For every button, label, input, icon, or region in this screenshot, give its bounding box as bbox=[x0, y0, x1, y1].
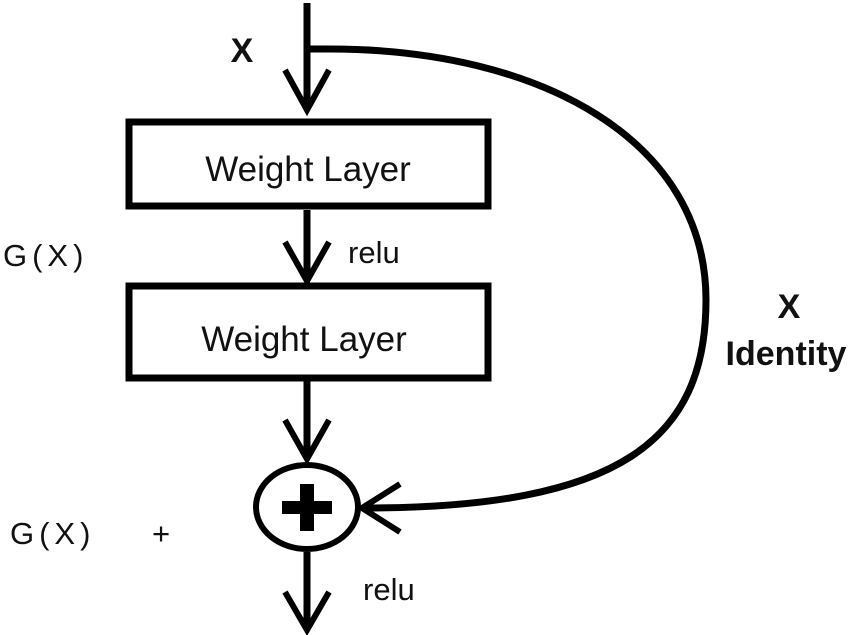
sum-plus-label: + bbox=[152, 516, 170, 551]
identity-skip-path bbox=[307, 45, 710, 512]
sum-label: G(X) bbox=[10, 516, 95, 551]
hidden-activation-label: relu bbox=[348, 235, 400, 270]
skip-label-top: X bbox=[778, 288, 801, 326]
hidden-arrow bbox=[282, 210, 332, 288]
to-sum-arrow bbox=[282, 381, 332, 466]
input-arrow bbox=[282, 3, 332, 117]
plus-icon bbox=[282, 484, 332, 531]
weight-layer-1 bbox=[125, 118, 492, 210]
weight-layer-2-label: Weight Layer bbox=[201, 320, 407, 359]
function-label: G(X) bbox=[3, 238, 88, 273]
skip-label-bottom: Identity bbox=[726, 335, 847, 373]
output-activation-label: relu bbox=[363, 572, 415, 607]
identity-arrowhead bbox=[356, 481, 402, 535]
weight-layer-1-label: Weight Layer bbox=[205, 150, 411, 189]
weight-layer-2 bbox=[125, 282, 492, 382]
input-label: X bbox=[231, 32, 254, 70]
output-arrow bbox=[282, 552, 332, 635]
